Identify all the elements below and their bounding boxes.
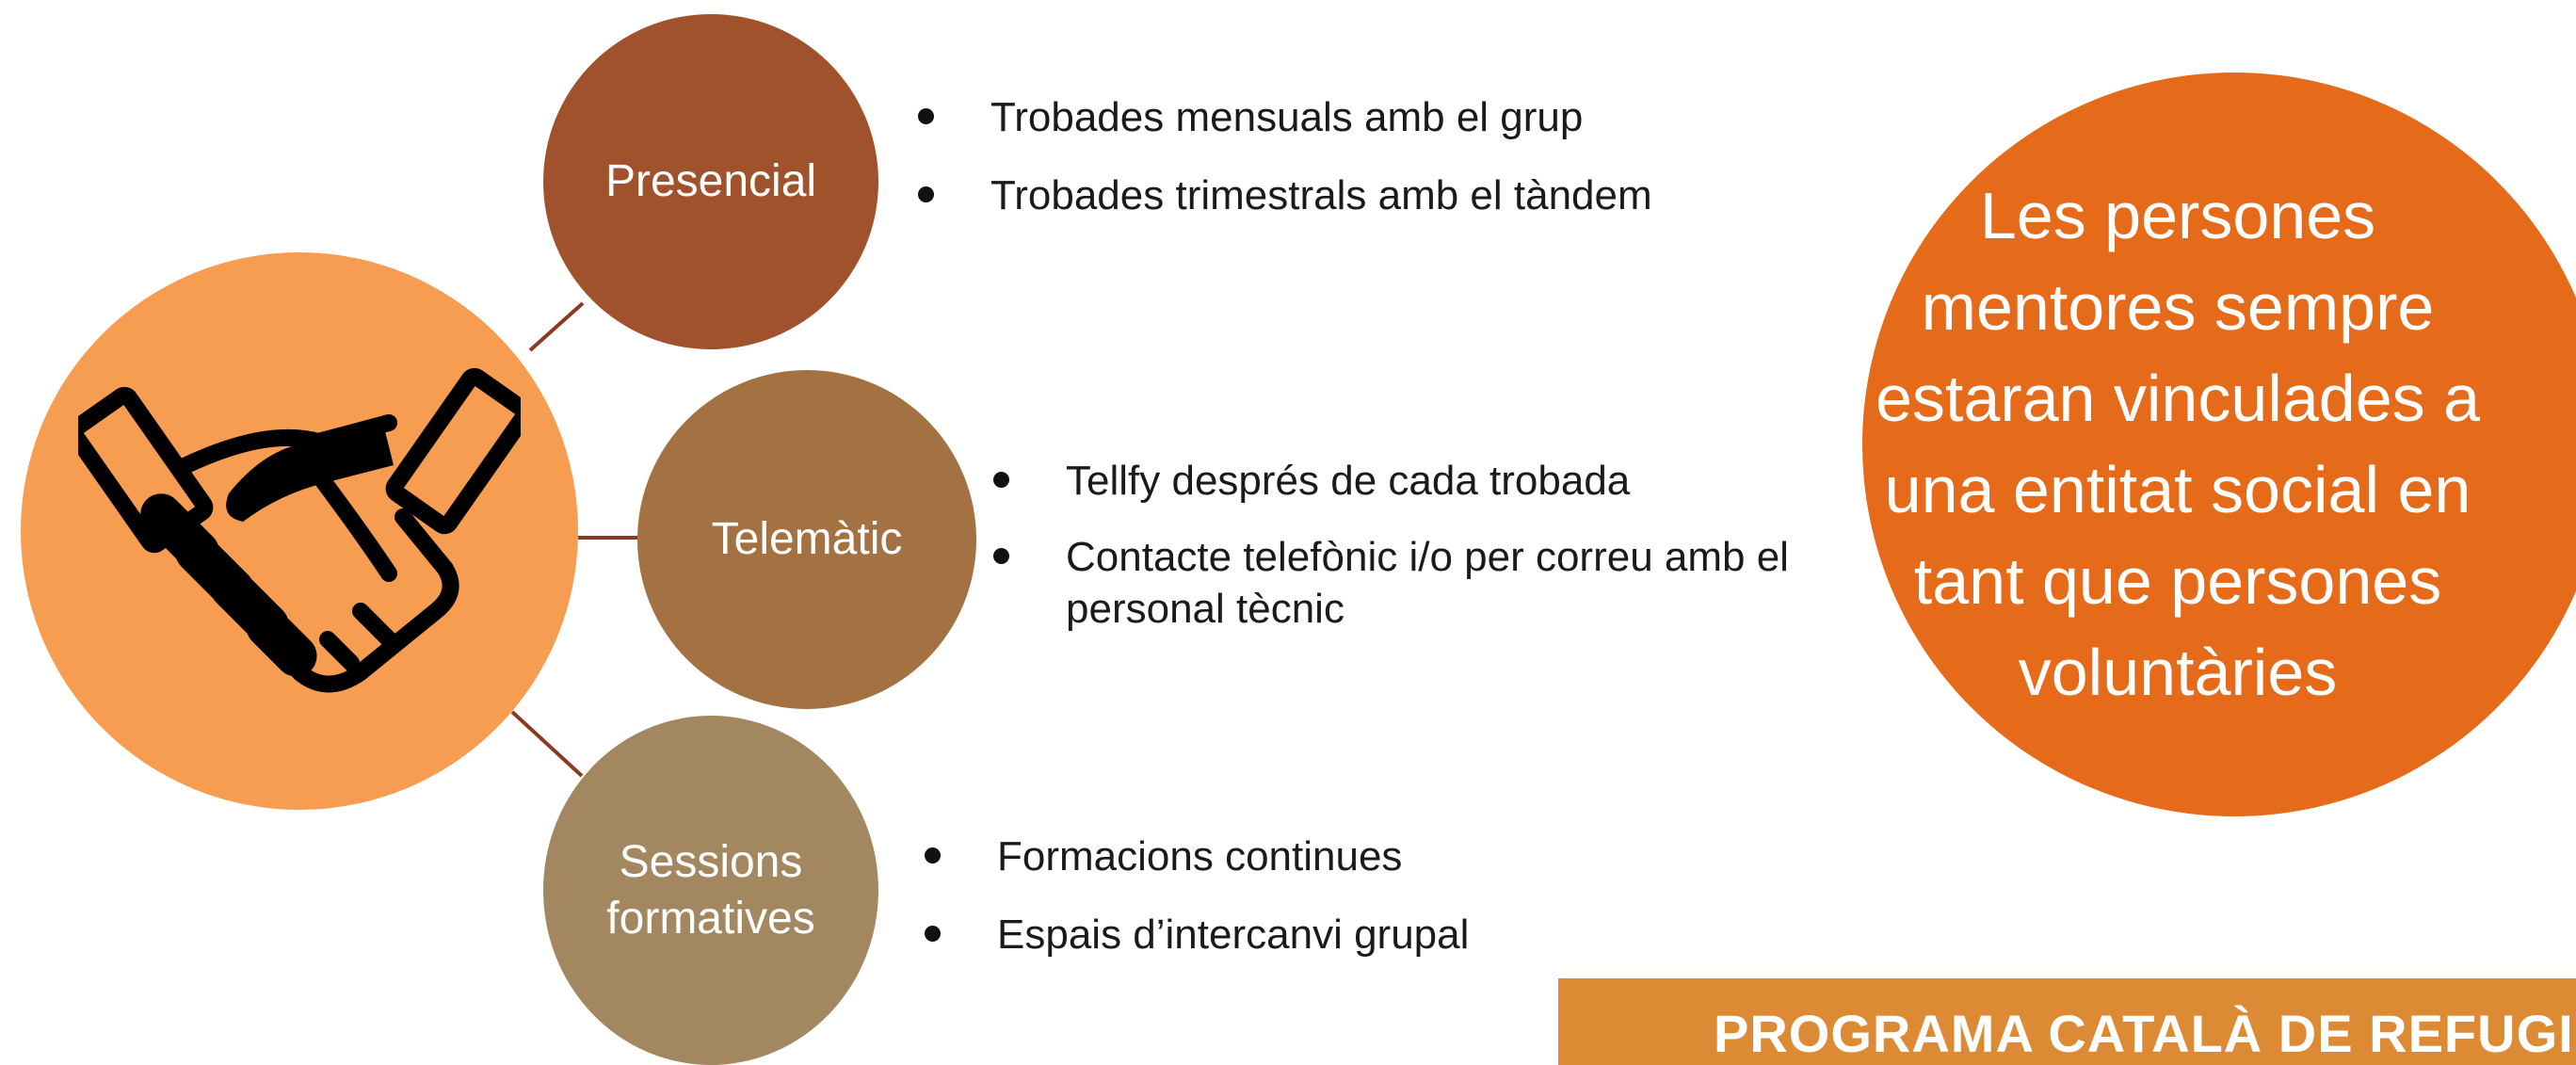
node-sessions-label-line1: Sessions — [619, 836, 803, 887]
list-item: Formacions continues — [910, 831, 1758, 882]
sessions-bullet-list: Formacions continues Espais d’intercanvi… — [910, 831, 1758, 987]
list-item: Trobades trimestrals amb el tàndem — [904, 169, 1751, 221]
list-item: Trobades mensuals amb el grup — [904, 91, 1751, 143]
list-item: Espais d’intercanvi grupal — [910, 909, 1758, 960]
callout-text-after: en tant que persones voluntàries — [1913, 453, 2471, 709]
banner-text: PROGRAMA CATALÀ DE REFUGI — [1714, 1004, 2574, 1063]
node-sessions-formatives: Sessions formatives — [543, 716, 878, 1065]
list-item: Contacte telefònic i/o per correu amb el… — [979, 531, 1864, 635]
connector-presencial — [528, 301, 585, 352]
list-item: Tellfy després de cada trobada — [979, 455, 1864, 507]
presencial-bullet-list: Trobades mensuals amb el grup Trobades t… — [904, 91, 1751, 248]
node-sessions-label: Sessions formatives — [606, 834, 814, 947]
hub-circle — [21, 252, 578, 810]
callout-text: Les persones mentores sempre estaran vin… — [1867, 170, 2488, 718]
footer-banner: PROGRAMA CATALÀ DE REFUGI — [1558, 978, 2576, 1065]
telematic-bullet-list: Tellfy després de cada trobada Contacte … — [979, 455, 1864, 659]
node-presencial-label: Presencial — [604, 156, 817, 206]
callout-circle: Les persones mentores sempre estaran vin… — [1862, 73, 2576, 816]
node-telematic: Telemàtic — [637, 370, 976, 709]
callout-text-before: Les persones mentores sempre estaran vin… — [1875, 179, 2481, 526]
node-telematic-label: Telemàtic — [711, 514, 903, 564]
callout-highlight: entitat social — [2012, 453, 2380, 526]
connector-sessions — [510, 710, 584, 778]
node-presencial: Presencial — [543, 14, 878, 349]
node-sessions-label-line2: formatives — [606, 893, 815, 944]
handshake-icon — [78, 367, 521, 693]
